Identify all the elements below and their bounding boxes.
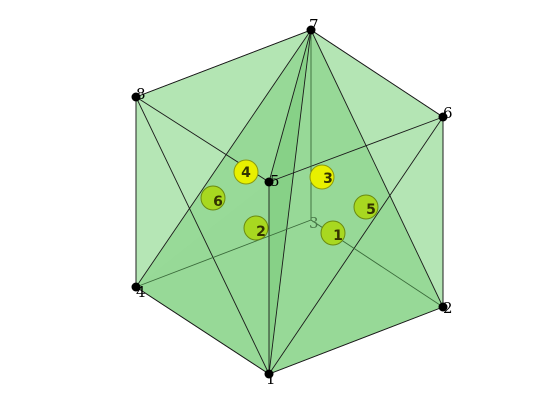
vertex-label-1: 1: [266, 370, 276, 388]
vertex-dot-8: [131, 92, 141, 102]
tetra-marker-1-label: 1: [333, 228, 343, 244]
vertex-dot-5: [264, 177, 274, 187]
vertex-dot-2: [438, 302, 448, 312]
tetra-marker-4: 4: [233, 159, 259, 185]
tetra-marker-6-label: 6: [213, 194, 223, 210]
vertex-label-6: 6: [443, 104, 453, 122]
vertex-dots: [131, 25, 448, 379]
vertex-label-4: 4: [136, 283, 146, 301]
tetra-marker-2-label: 2: [256, 224, 266, 240]
tetra-marker-5: 5: [353, 194, 379, 220]
tetra-marker-4-label: 4: [241, 165, 251, 181]
vertex-dot-6: [438, 112, 448, 122]
tetra-marker-3: 3: [309, 164, 335, 190]
vertex-label-5: 5: [270, 172, 280, 190]
vertex-label-3: 3: [309, 214, 319, 232]
vertex-label-7: 7: [309, 16, 319, 34]
tetra-marker-3-label: 3: [323, 171, 333, 187]
vertex-label-2: 2: [443, 299, 453, 317]
tetra-marker-2: 2: [243, 215, 269, 241]
edges: [135, 29, 444, 375]
vertex-dot-7: [306, 25, 316, 35]
tetra-marker-5-label: 5: [366, 202, 376, 218]
vertex-label-8: 8: [136, 85, 146, 103]
tetra-marker-1: 1: [320, 220, 346, 246]
tetra-marker-6: 6: [200, 185, 226, 211]
vertex-dot-1: [264, 369, 274, 379]
vertex-dot-4: [131, 282, 141, 292]
